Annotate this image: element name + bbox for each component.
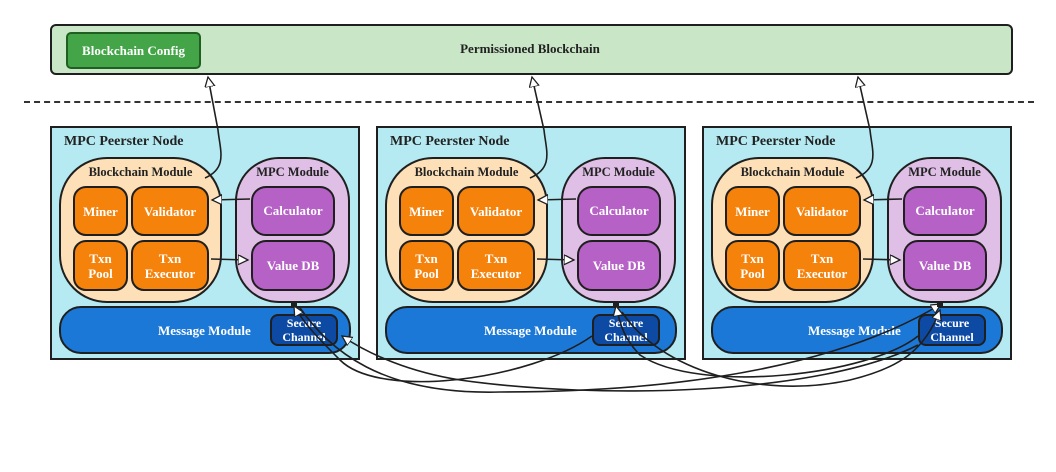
secure-channel: Secure Channel <box>918 314 986 346</box>
blockchain-config: Blockchain Config <box>66 32 201 69</box>
calculator-component: Calculator <box>903 186 987 236</box>
txn-executor-component: Txn Executor <box>131 240 209 291</box>
message-module-title: Message Module <box>158 323 251 338</box>
calculator-component: Calculator <box>251 186 335 236</box>
txn-pool-component: Txn Pool <box>399 240 454 291</box>
value-db-component: Value DB <box>577 240 661 291</box>
blockchain-title: Permissioned Blockchain <box>460 41 600 56</box>
message-module-title: Message Module <box>484 323 577 338</box>
node-title: MPC Peerster Node <box>716 134 836 149</box>
secure-channel: Secure Channel <box>592 314 660 346</box>
validator-component: Validator <box>457 186 535 236</box>
blockchain-module-title: Blockchain Module <box>88 165 193 179</box>
txn-executor-component: Txn Executor <box>783 240 861 291</box>
txn-pool-component: Txn Pool <box>725 240 780 291</box>
mpc-module-title: MPC Module <box>582 165 655 179</box>
blockchain-module-title: Blockchain Module <box>740 165 845 179</box>
message-module-title: Message Module <box>808 323 901 338</box>
permissioned-blockchain <box>50 24 1013 75</box>
layer-divider <box>24 101 1034 103</box>
node-title: MPC Peerster Node <box>64 134 184 149</box>
txn-pool-component: Txn Pool <box>73 240 128 291</box>
node-title: MPC Peerster Node <box>390 134 510 149</box>
miner-component: Miner <box>725 186 780 236</box>
secure-channel: Secure Channel <box>270 314 338 346</box>
validator-component: Validator <box>783 186 861 236</box>
miner-component: Miner <box>399 186 454 236</box>
calculator-component: Calculator <box>577 186 661 236</box>
mpc-module-title: MPC Module <box>256 165 329 179</box>
value-db-component: Value DB <box>903 240 987 291</box>
txn-executor-component: Txn Executor <box>457 240 535 291</box>
validator-component: Validator <box>131 186 209 236</box>
miner-component: Miner <box>73 186 128 236</box>
mpc-module-title: MPC Module <box>908 165 981 179</box>
value-db-component: Value DB <box>251 240 335 291</box>
blockchain-module-title: Blockchain Module <box>414 165 519 179</box>
